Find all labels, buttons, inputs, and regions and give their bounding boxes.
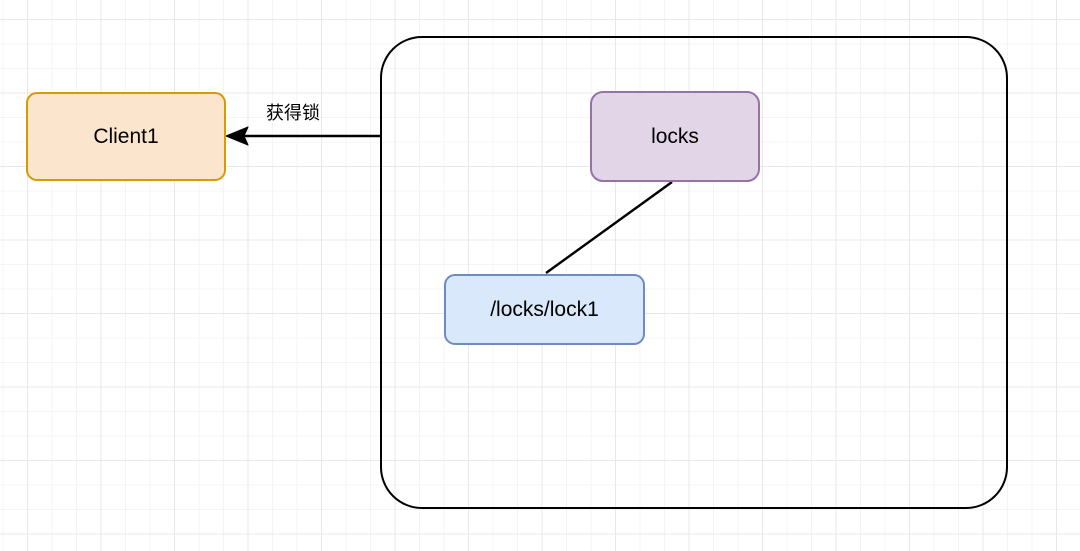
acquire-lock-edge[interactable] [225,126,380,146]
zookeeper-container-box[interactable] [380,36,1008,509]
node-client1-label: Client1 [93,124,159,148]
acquire-lock-arrowhead-icon [225,126,249,146]
node-locks-label: locks [651,124,699,148]
node-locks[interactable]: locks [590,91,760,182]
node-lock-path[interactable]: /locks/lock1 [444,274,645,345]
edge-label-acquire-lock: 获得锁 [266,103,320,123]
node-client1[interactable]: Client1 [26,92,226,181]
node-lock-path-label: /locks/lock1 [490,297,599,321]
